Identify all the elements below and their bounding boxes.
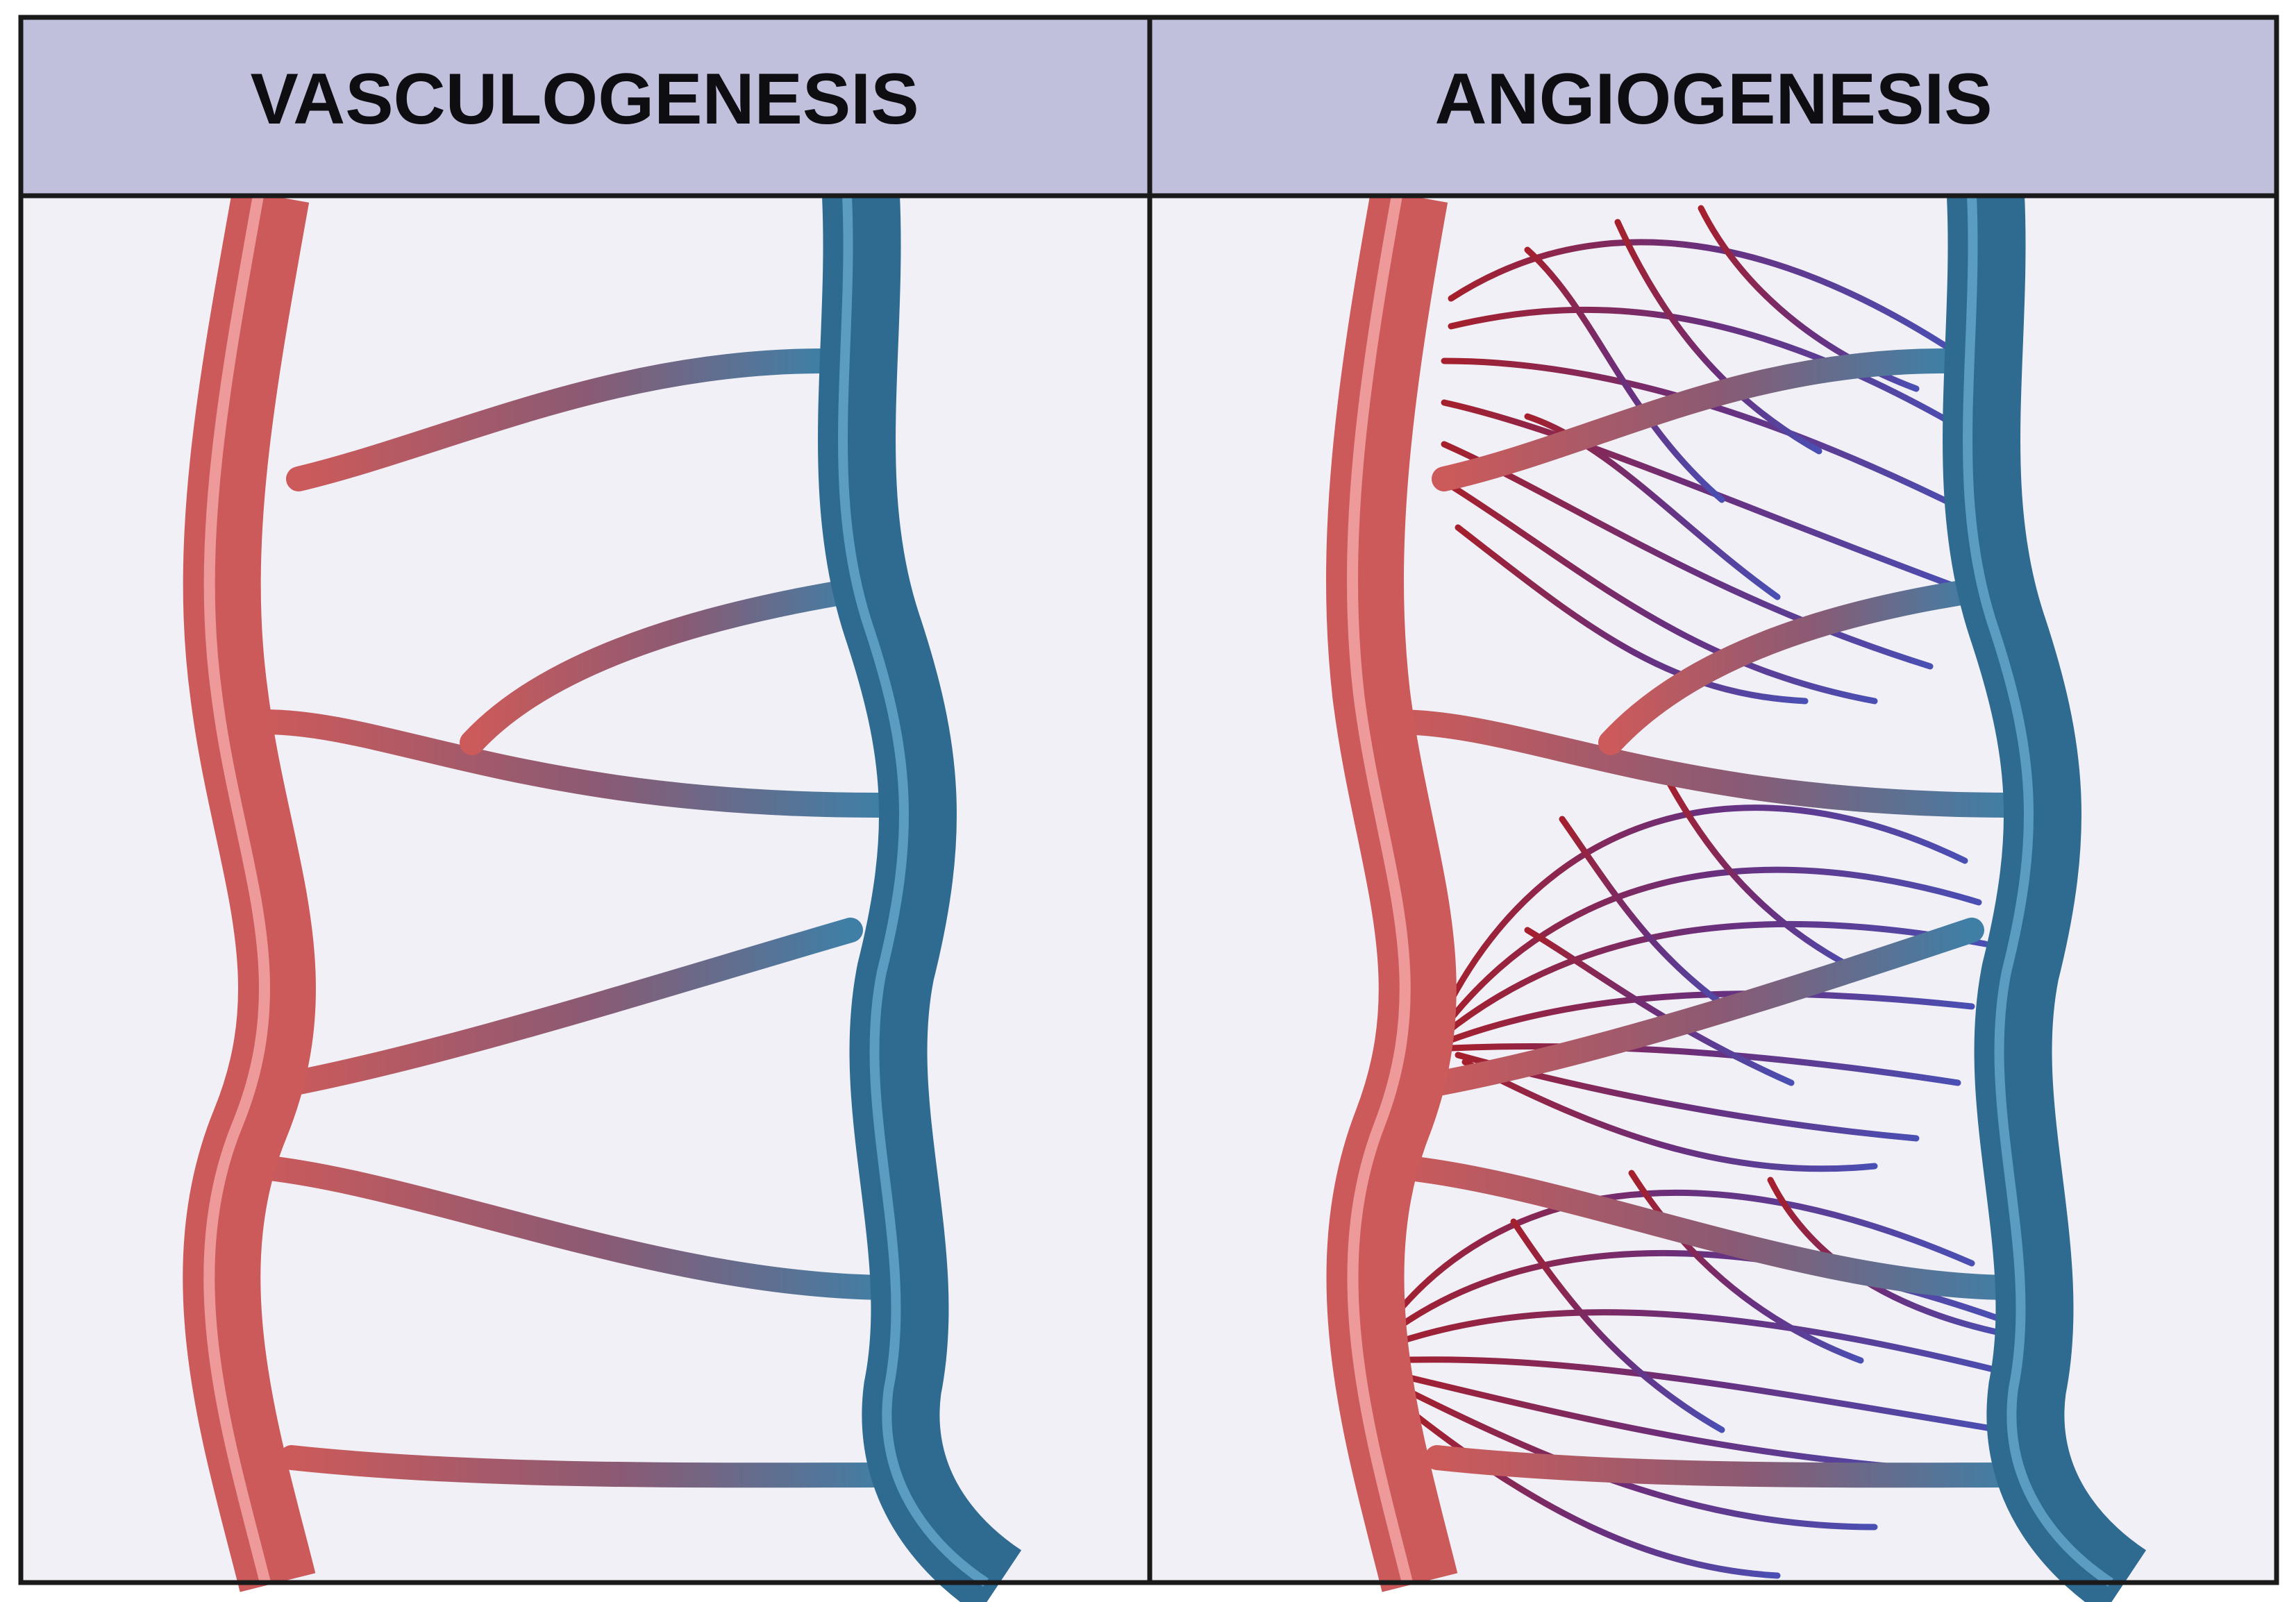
artery-left-highlight <box>203 194 271 1584</box>
capillary <box>1461 1059 1878 1172</box>
capillary <box>1399 1385 1878 1531</box>
vein-right <box>1943 194 2147 1602</box>
angiogenesis-diagram <box>1326 189 2147 1602</box>
capillary <box>1559 816 1739 1017</box>
connecting-vessel <box>265 918 863 1099</box>
artery-right <box>1326 189 1458 1592</box>
capillary <box>1385 1356 2003 1433</box>
panel-title-angiogenesis: ANGIOGENESIS <box>1434 59 1992 140</box>
connecting-vessels-right <box>1376 348 2026 1488</box>
panel-vasculogenesis <box>21 189 1149 1602</box>
capillary <box>1441 804 1968 1017</box>
vein-left-highlight <box>838 195 989 1587</box>
capillary <box>1448 306 1968 434</box>
connecting-vessel <box>1376 1154 2026 1300</box>
vein-right-highlight <box>1963 195 2113 1587</box>
capillary <box>1510 1218 1725 1433</box>
capillary <box>1448 239 1961 357</box>
connecting-vessel <box>1383 709 2026 818</box>
capillary <box>1448 482 1878 705</box>
connecting-vessel <box>251 709 891 818</box>
capillary <box>1441 399 1968 593</box>
capillary <box>1441 866 1982 1031</box>
connecting-vessel <box>279 1445 905 1488</box>
panel-angiogenesis <box>1150 189 2277 1602</box>
artery-right-highlight <box>1347 194 1413 1584</box>
capillary <box>1524 246 1725 503</box>
connecting-vessel <box>460 577 870 755</box>
connecting-vessel <box>237 1154 905 1300</box>
connecting-vessel <box>1411 918 1984 1099</box>
capillary <box>1628 1170 1864 1364</box>
capillary <box>1524 413 1781 600</box>
capillary <box>1524 927 1795 1086</box>
connecting-vessel <box>286 348 835 491</box>
capillary <box>1448 1043 1961 1086</box>
capillary <box>1455 524 1809 705</box>
borders <box>18 15 2279 1585</box>
capillary <box>1378 1189 1975 1336</box>
capillary <box>1614 219 1822 455</box>
panel-title-vasculogenesis: VASCULOGENESIS <box>250 59 919 140</box>
header-left <box>21 17 1149 196</box>
connecting-vessels-left <box>237 348 905 1488</box>
artery-left <box>183 189 316 1592</box>
capillary <box>1663 774 1864 975</box>
connecting-vessel <box>1432 348 1956 491</box>
header-right <box>1150 17 2277 196</box>
connecting-vessel <box>1425 1445 2026 1488</box>
capillary <box>1441 920 1989 1038</box>
capillary <box>1444 990 1975 1045</box>
connecting-vessel <box>1598 577 1991 755</box>
header-row: VASCULOGENESIS ANGIOGENESIS <box>21 17 2277 196</box>
vein-left <box>818 194 1022 1602</box>
vasculogenesis-diagram <box>183 189 1022 1602</box>
capillary-cluster-middle <box>1441 774 1989 1172</box>
capillary <box>1382 1309 2017 1378</box>
